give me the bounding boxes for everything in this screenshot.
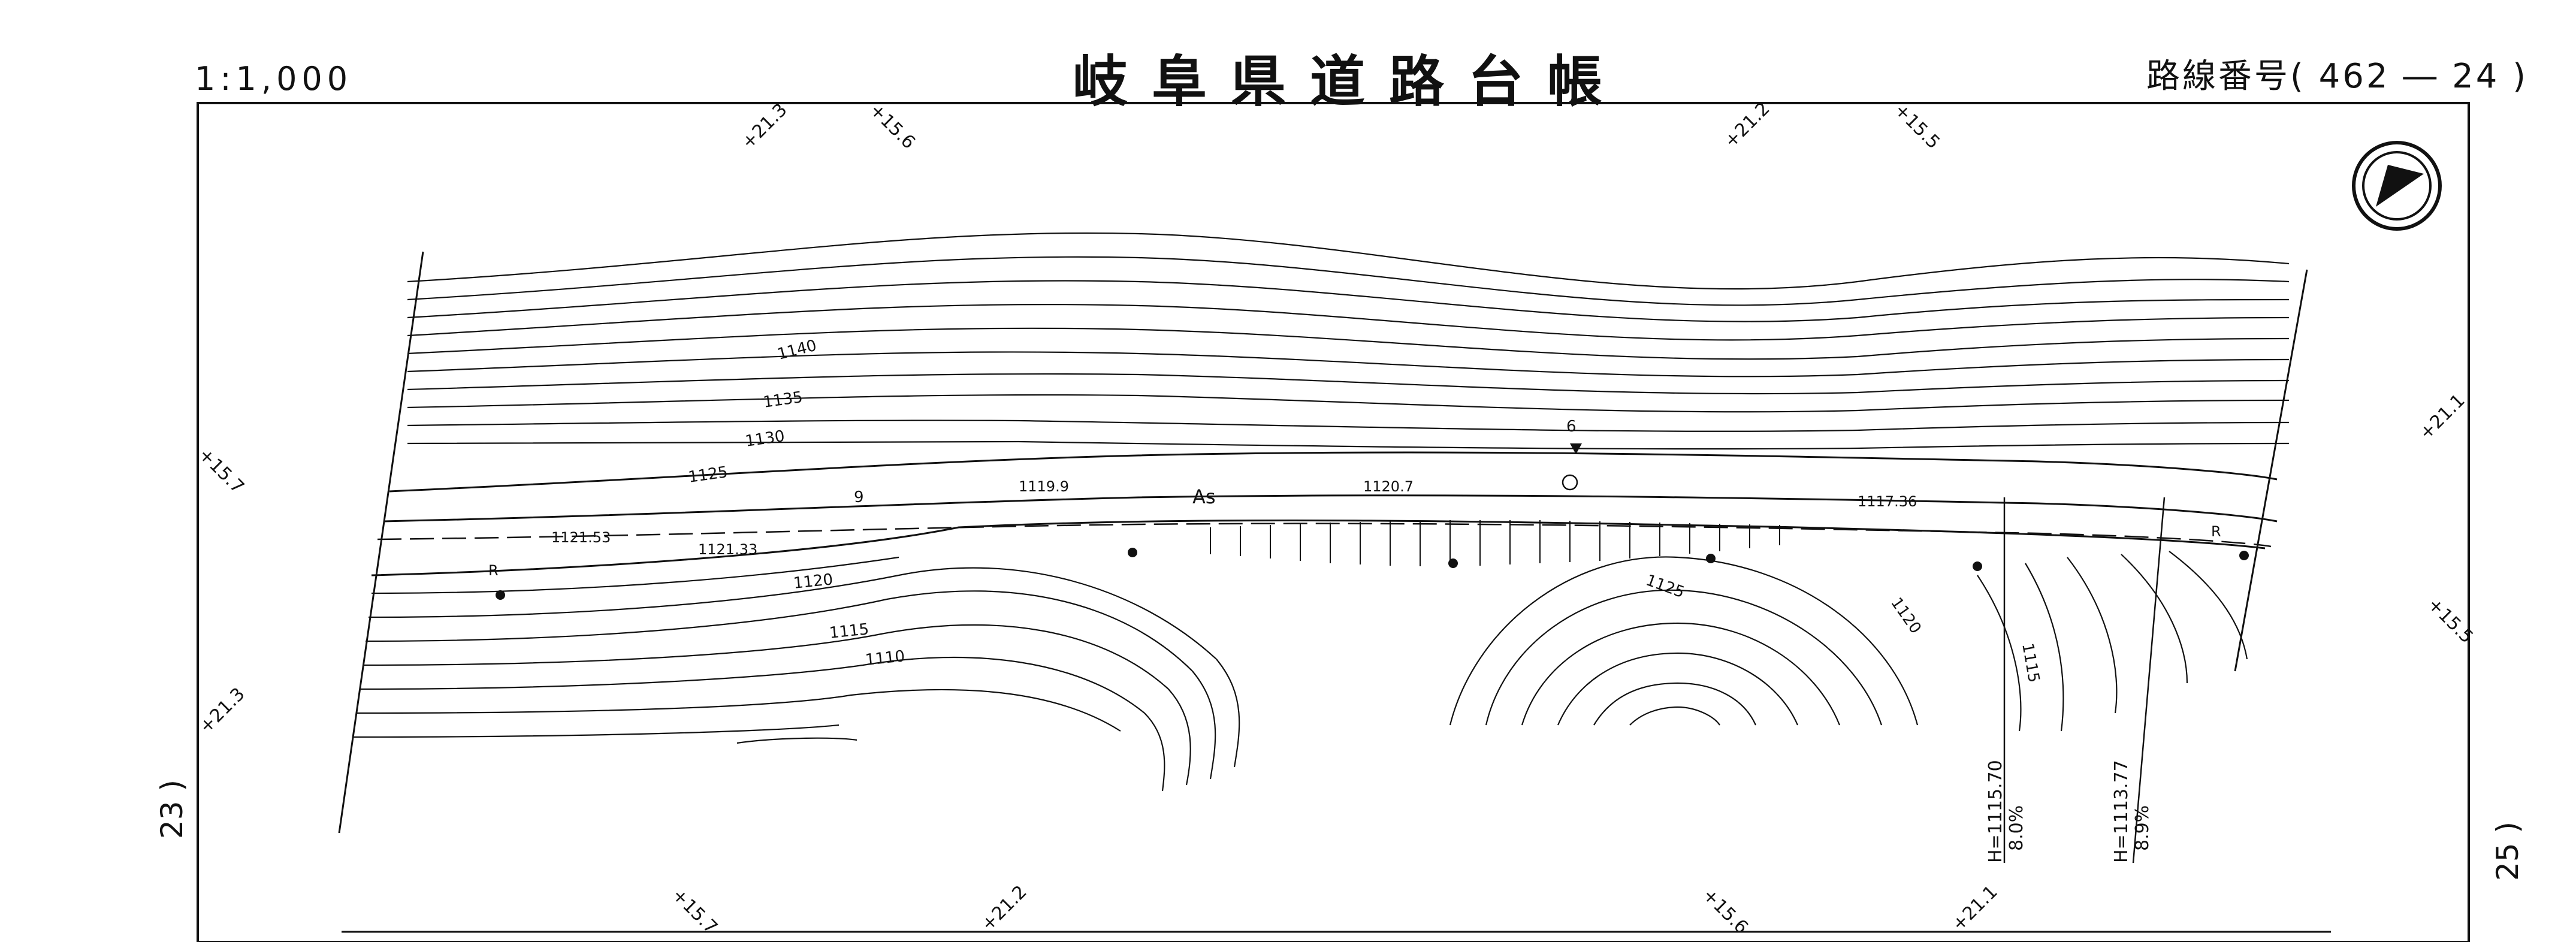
coordinate-tick: +21.1: [1948, 881, 2002, 935]
coordinate-tick: +21.2: [1720, 98, 1774, 152]
contour-label: 1125: [1644, 571, 1687, 602]
spot-height: 1120.7: [1363, 478, 1414, 495]
marker-label: R: [488, 562, 499, 579]
coordinate-tick: +15.6: [865, 99, 919, 153]
coordinate-tick: +21.1: [2415, 390, 2469, 444]
point-markers: [496, 443, 2249, 600]
coordinate-tick: +15.5: [1890, 99, 1944, 153]
contour-label: 1140: [775, 337, 818, 364]
spot-height: 1119.9: [1019, 478, 1069, 495]
grade-note-height: H=1113.77: [2111, 760, 2132, 863]
road-number: 9: [854, 488, 864, 506]
spot-height: 1121.53: [551, 529, 611, 546]
route-number: 路線番号( 462 ― 24 ): [2146, 57, 2528, 96]
coordinate-tick: +15.7: [194, 444, 248, 498]
contour-label: 1120: [793, 570, 834, 593]
sheet-boundary-left: [338, 251, 424, 834]
coordinate-tick: +21.3: [195, 684, 249, 738]
coordinate-tick: +15.6: [1698, 884, 1752, 938]
scale-label: 1:1,000: [195, 60, 353, 98]
grade-note-height: H=1115.70: [1985, 760, 2006, 863]
contour-label: 1110: [865, 647, 906, 669]
sheet-boundary-right: [2234, 269, 2308, 672]
contour-label: 1135: [762, 388, 804, 412]
contour-label: 1115: [2018, 642, 2043, 684]
grade-note-grade: 8.9%: [2132, 805, 2153, 851]
grade-line-2: [2132, 497, 2166, 864]
benchmark-icon: [1562, 474, 1578, 491]
contour-label: 1115: [829, 620, 870, 642]
road-number: 6: [1566, 418, 1577, 436]
contours: [353, 232, 2290, 792]
north-arrow-icon: [2352, 141, 2442, 231]
cut-slope-hatching: [1210, 520, 1780, 566]
coordinate-tick: +15.7: [668, 884, 721, 938]
marker-label: R: [2211, 523, 2221, 540]
contour-label: 1130: [744, 427, 786, 451]
contour-label: 1125: [687, 463, 729, 487]
coordinate-tick: +21.2: [977, 881, 1031, 935]
contour-label: 1120: [1887, 594, 1925, 637]
spot-height: 1121.33: [698, 541, 757, 558]
map-frame: [197, 102, 2470, 942]
spot-height: 1117.36: [1858, 493, 1917, 510]
pavement-label: As: [1192, 485, 1216, 508]
grade-note-grade: 8.0%: [2006, 805, 2027, 851]
coordinate-tick: +21.3: [738, 99, 792, 153]
